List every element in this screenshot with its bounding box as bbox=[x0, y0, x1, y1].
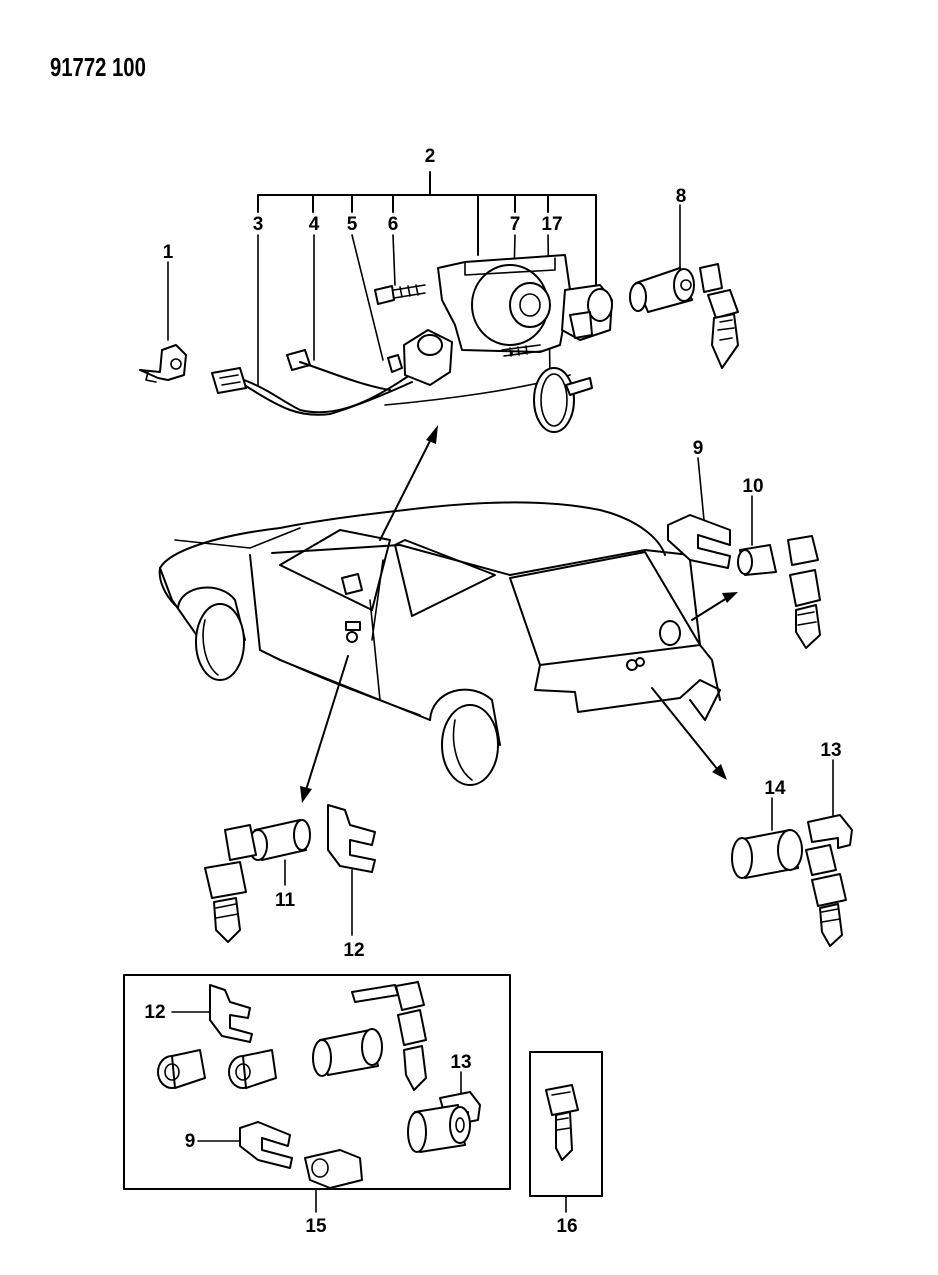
car-illustration bbox=[158, 501, 721, 786]
document-id: 91772 100 bbox=[50, 52, 146, 82]
callout-4: 4 bbox=[309, 214, 320, 235]
direction-arrows bbox=[300, 425, 738, 803]
callout-6: 6 bbox=[388, 214, 399, 235]
callout-8: 8 bbox=[676, 186, 687, 207]
callout-12-kit: 12 bbox=[144, 1002, 165, 1023]
callout-16: 16 bbox=[556, 1216, 577, 1237]
kit-box-15 bbox=[123, 974, 511, 1190]
callout-7: 7 bbox=[510, 214, 521, 235]
callout-10: 10 bbox=[742, 476, 763, 497]
part-bracket-12 bbox=[327, 804, 376, 873]
callout-13: 13 bbox=[820, 740, 841, 761]
callout-15: 15 bbox=[305, 1216, 327, 1237]
part-cylinder-with-keys-8 bbox=[629, 263, 739, 369]
part-bracket-9 bbox=[667, 514, 731, 569]
callout-14: 14 bbox=[764, 778, 786, 799]
callout-3: 3 bbox=[253, 214, 264, 235]
part-bracket-13 bbox=[807, 814, 853, 849]
ignition-switch-assembly bbox=[211, 254, 613, 433]
callout-11: 11 bbox=[275, 890, 296, 911]
callout-9-kit: 9 bbox=[185, 1131, 196, 1152]
key-box-16 bbox=[529, 1051, 603, 1197]
callout-2: 2 bbox=[425, 146, 436, 167]
callout-1: 1 bbox=[163, 242, 174, 263]
part-cylinder-with-keys-11 bbox=[204, 819, 311, 943]
part-clip-1 bbox=[139, 344, 187, 383]
callout-5: 5 bbox=[347, 214, 358, 235]
callout-17: 17 bbox=[541, 214, 562, 235]
part-cylinder-with-keys-14 bbox=[731, 829, 847, 947]
callout-13-kit: 13 bbox=[450, 1052, 471, 1073]
part-cylinder-with-keys-10 bbox=[737, 535, 821, 649]
callout-12: 12 bbox=[343, 940, 364, 961]
callout-9: 9 bbox=[693, 438, 704, 459]
callout-labels: 2 1 3 4 5 6 7 17 8 9 10 11 12 13 14 12 1… bbox=[144, 146, 841, 1237]
